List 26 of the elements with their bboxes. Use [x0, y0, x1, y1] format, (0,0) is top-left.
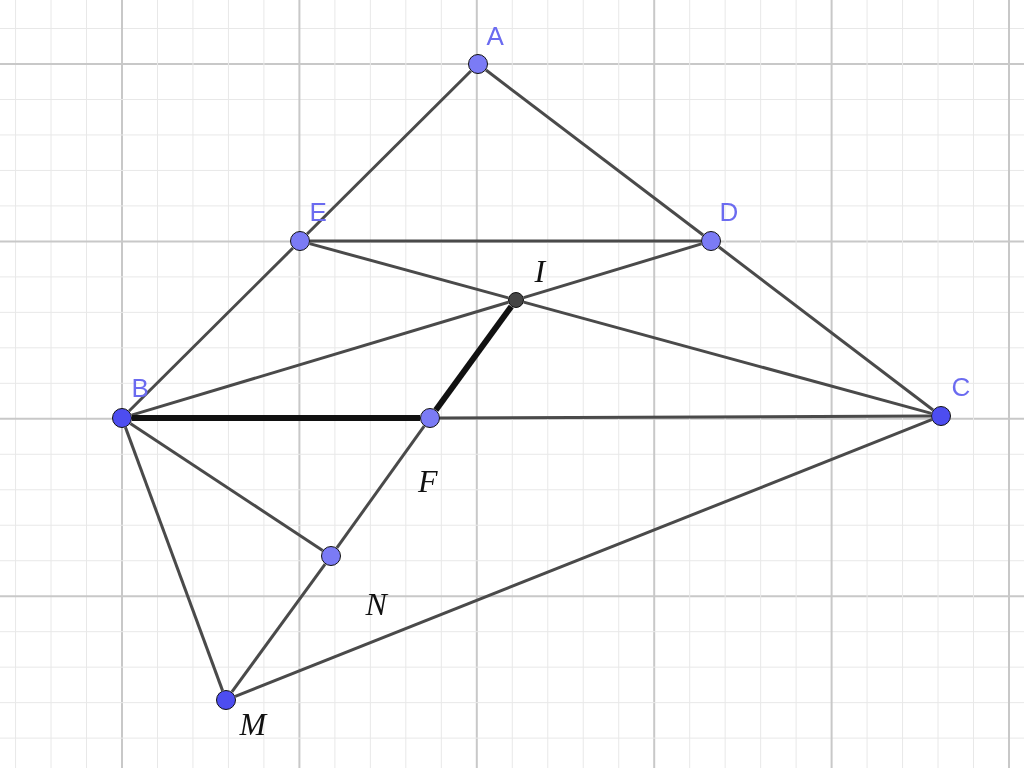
line-segment [234, 418, 933, 698]
line-segment [306, 70, 472, 235]
point-label: E [309, 199, 327, 225]
line-segment [523, 300, 932, 415]
line-segment [132, 415, 420, 421]
line-segment [129, 422, 324, 552]
point-label: F [418, 465, 438, 497]
line-segment [309, 242, 509, 300]
line-segment [335, 425, 426, 549]
point-label: A [486, 23, 504, 49]
line-segment [131, 300, 509, 417]
point-label: M [239, 708, 267, 740]
line-segment [230, 563, 327, 693]
line-segment [718, 245, 934, 412]
line-segment [310, 239, 701, 243]
line-segment [124, 426, 224, 692]
line-segment [523, 242, 702, 300]
line-segment [440, 414, 931, 420]
point-label: D [719, 199, 739, 225]
point-label: C [951, 374, 971, 400]
line-segment [485, 68, 704, 237]
line-segment [433, 304, 514, 412]
point-label: N [365, 588, 387, 620]
point-label: B [131, 375, 149, 401]
point-label: I [534, 255, 546, 287]
line-segment [128, 247, 294, 412]
